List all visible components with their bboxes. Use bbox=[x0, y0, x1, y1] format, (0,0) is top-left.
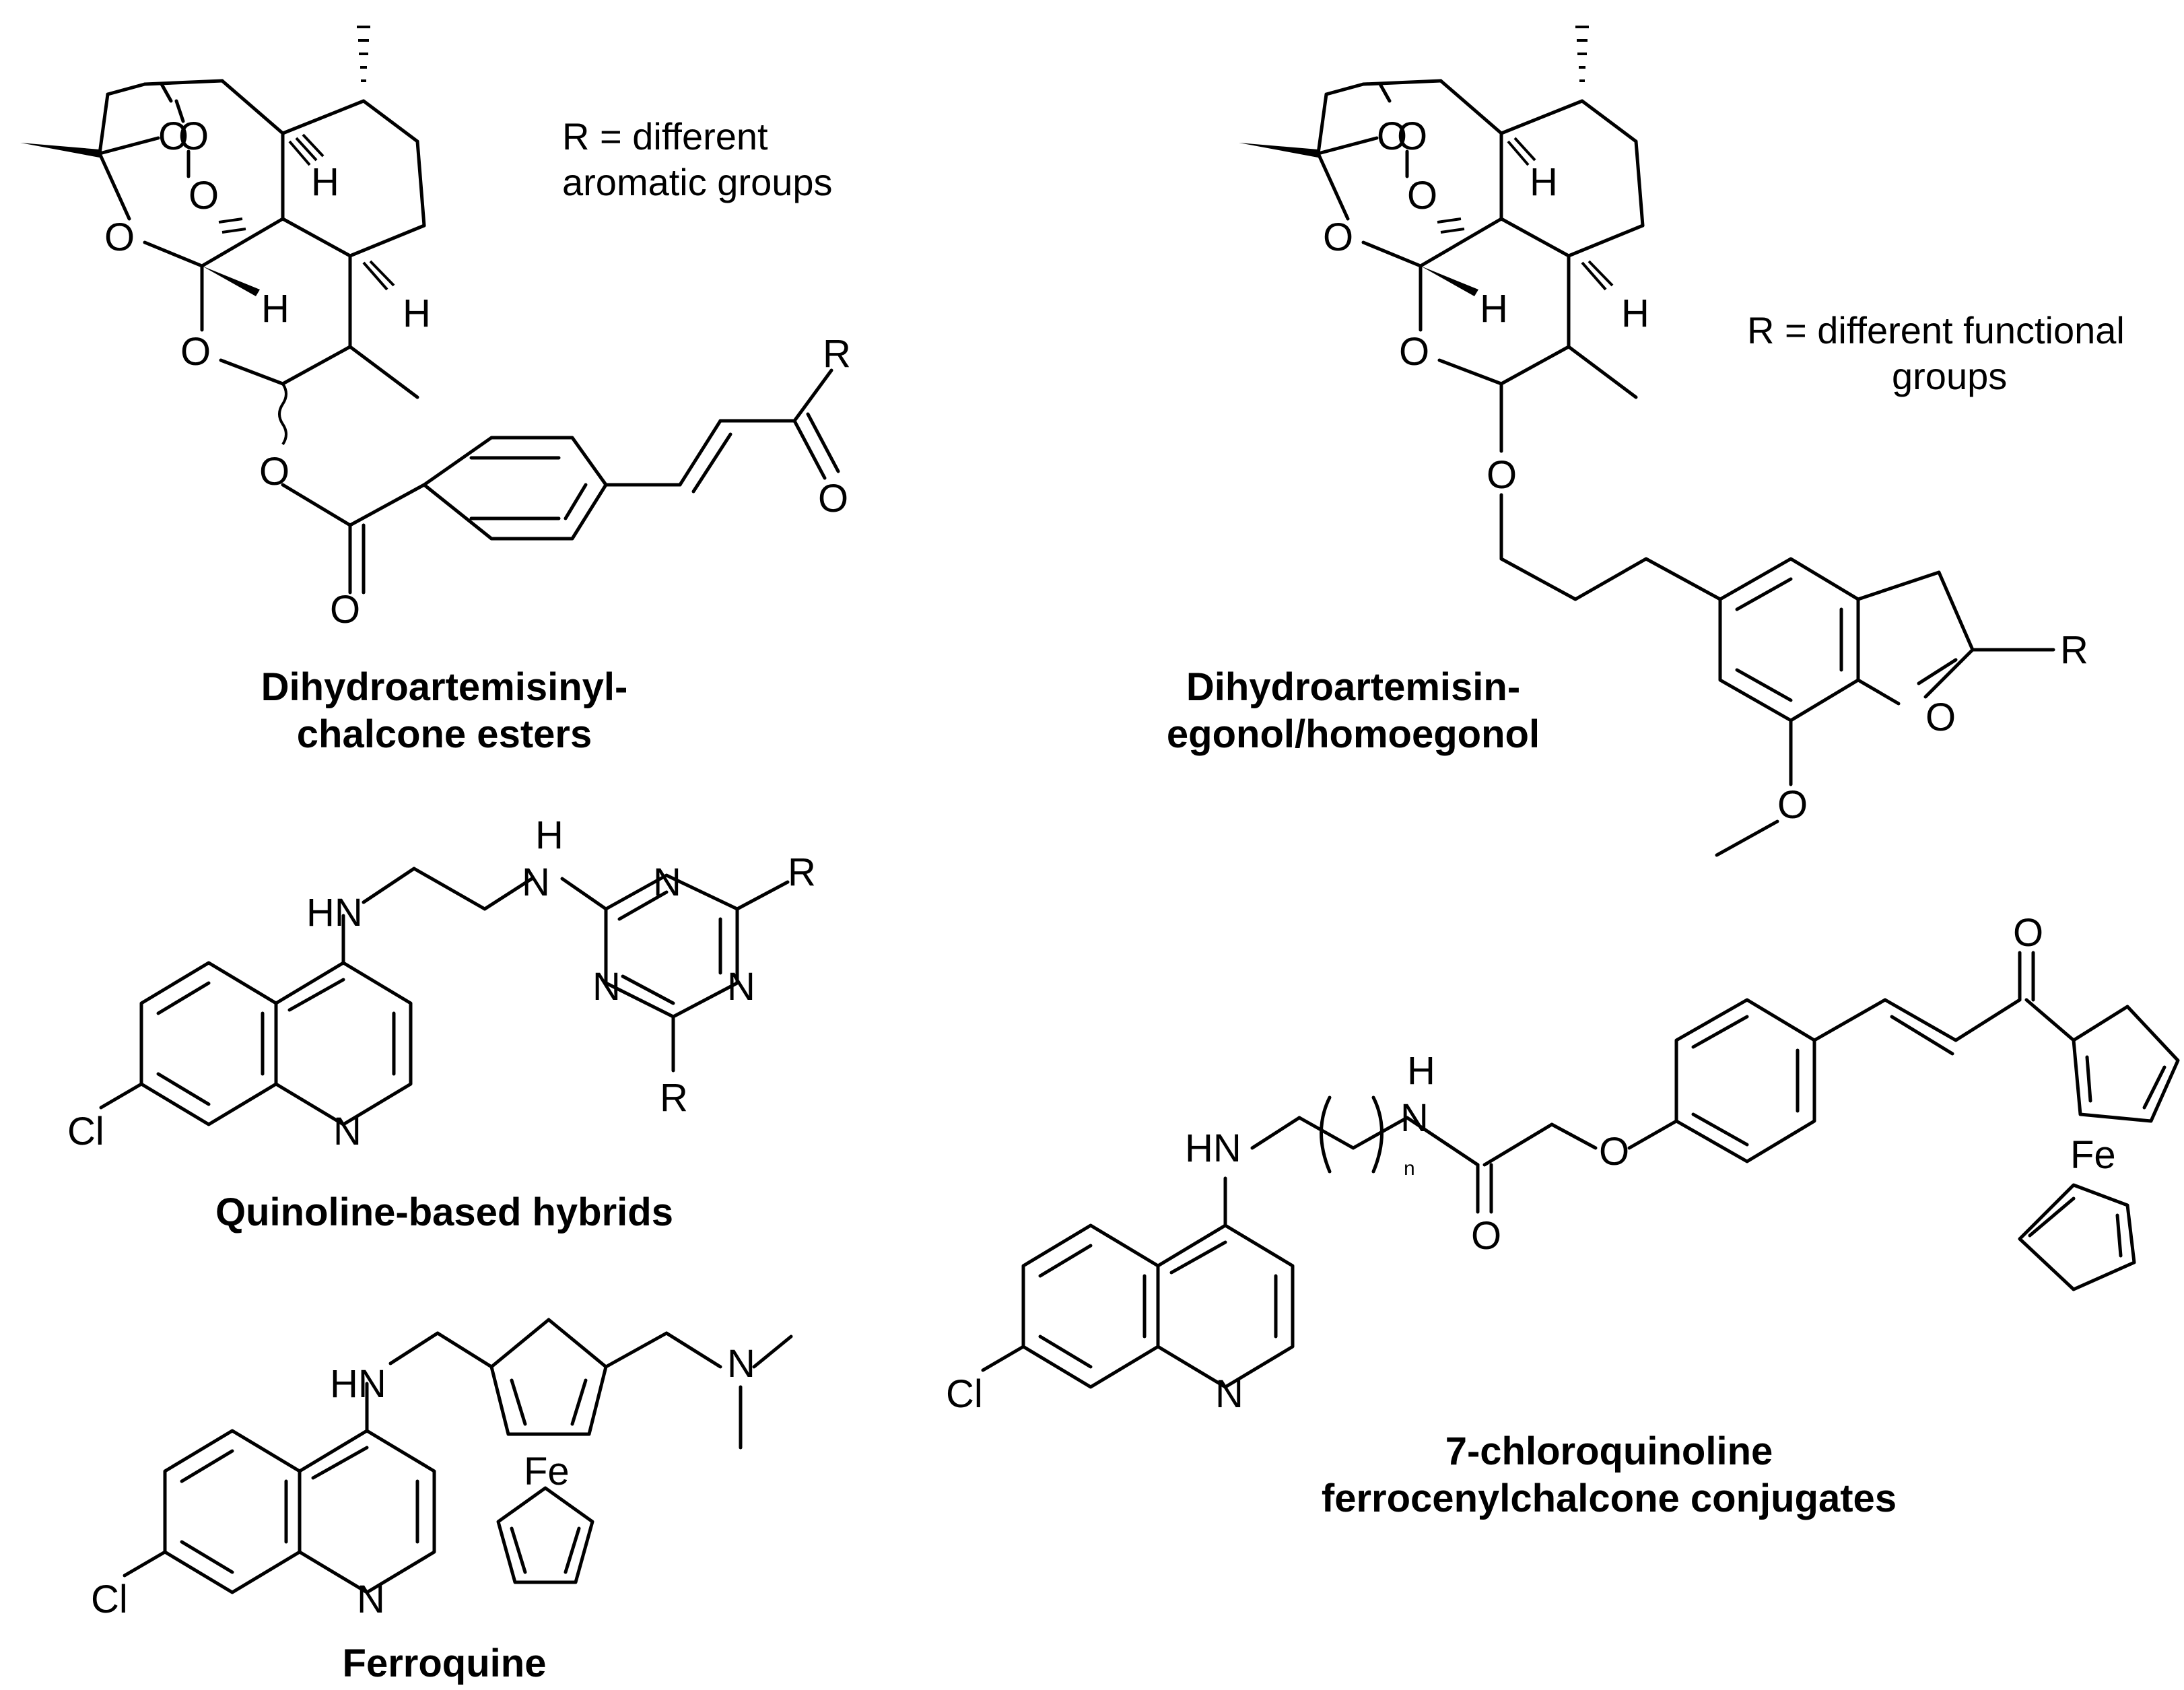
atom-n-1: N bbox=[727, 1342, 755, 1386]
atom-o-3: O bbox=[189, 174, 219, 217]
atom-o-8: O bbox=[818, 477, 848, 520]
atom-r-1: R bbox=[788, 850, 816, 894]
atom-o-8: O bbox=[1777, 783, 1808, 827]
atom-n-2: N bbox=[592, 965, 621, 1009]
atom-o-4: O bbox=[1323, 215, 1353, 259]
atom-n-1: N bbox=[653, 860, 681, 904]
atom-o-2: O bbox=[1397, 114, 1427, 158]
r-note-line1: R = different bbox=[562, 115, 768, 158]
atom-n: N bbox=[1215, 1372, 1243, 1416]
atom-h-3: H bbox=[403, 292, 431, 335]
atom-o-3: O bbox=[2013, 911, 2043, 955]
atom-r-2: R bbox=[660, 1076, 688, 1120]
atom-nh-n: N bbox=[522, 860, 550, 904]
quinoline-based-hybrid-structure: HN H N N N N N Cl R R Quinoline-based hy… bbox=[67, 813, 816, 1234]
atom-o-3: O bbox=[1407, 174, 1437, 217]
atom-r-1: R bbox=[823, 332, 851, 376]
atom-fe: Fe bbox=[524, 1450, 570, 1493]
atom-fe: Fe bbox=[2070, 1133, 2116, 1177]
atom-o-6: O bbox=[1487, 453, 1517, 497]
caption-cqfc-line2: ferrocenylchalcone conjugates bbox=[1322, 1477, 1897, 1520]
atom-o-1: O bbox=[158, 114, 189, 158]
atom-o-4: O bbox=[104, 215, 135, 259]
atom-o-7: O bbox=[1925, 696, 1956, 739]
atom-nh-h: H bbox=[535, 813, 564, 857]
atom-o-1: O bbox=[1377, 114, 1407, 158]
atom-o-5: O bbox=[1399, 330, 1429, 374]
atom-nh-h: H bbox=[1407, 1049, 1435, 1093]
atom-o-6: O bbox=[259, 450, 289, 494]
atom-o-2: O bbox=[178, 114, 209, 158]
atom-n-4: N bbox=[333, 1110, 362, 1153]
atom-o-7: O bbox=[330, 588, 360, 632]
atom-hn: HN bbox=[1185, 1126, 1241, 1170]
r-note-line2: aromatic groups bbox=[562, 161, 833, 203]
dihydroartemisinyl-chalcone-ester-structure: O O O O O O O O H H H R R = different ar… bbox=[20, 26, 851, 756]
atom-h-2: H bbox=[261, 287, 289, 331]
subscript-n: n bbox=[1404, 1157, 1415, 1180]
caption-quinoline: Quinoline-based hybrids bbox=[215, 1190, 673, 1234]
atom-cl: Cl bbox=[946, 1372, 983, 1416]
ferroquine-structure: HN N N Cl Fe Ferroquine bbox=[91, 1318, 793, 1685]
atom-hn: HN bbox=[330, 1362, 386, 1406]
atom-h-2: H bbox=[1480, 287, 1508, 331]
atom-o-1: O bbox=[1471, 1214, 1501, 1258]
r-note-line2: groups bbox=[1892, 355, 2007, 397]
caption-dhaeg-line2: egonol/homoegonol bbox=[1167, 712, 1540, 756]
atom-h-1: H bbox=[311, 160, 339, 204]
caption-dhacs-line2: chalcone esters bbox=[297, 712, 592, 756]
atom-o-5: O bbox=[180, 330, 211, 374]
atom-cl: Cl bbox=[67, 1110, 104, 1153]
dihydroartemisin-egonol-structure: O O O O O O O O H H H R R = different fu… bbox=[1167, 26, 2125, 857]
chloroquinoline-ferrocenylchalcone-structure: HN H N n O O O N Cl Fe 7-chloroquinoline… bbox=[946, 911, 2180, 1520]
atom-cl: Cl bbox=[91, 1578, 128, 1621]
atom-nh-n: N bbox=[1400, 1096, 1429, 1140]
atom-r-1: R bbox=[2060, 628, 2088, 672]
caption-cqfc-line1: 7-chloroquinoline bbox=[1445, 1429, 1773, 1473]
atom-h-3: H bbox=[1621, 292, 1649, 335]
atom-h-1: H bbox=[1530, 160, 1558, 204]
caption-dhaeg-line1: Dihydroartemisin- bbox=[1186, 665, 1520, 709]
atom-n-2: N bbox=[357, 1578, 385, 1621]
caption-ferroquine: Ferroquine bbox=[343, 1642, 547, 1685]
atom-n-3: N bbox=[727, 965, 755, 1009]
atom-hn: HN bbox=[306, 891, 363, 935]
r-note-line1: R = different functional bbox=[1747, 309, 2125, 351]
atom-o-2: O bbox=[1599, 1130, 1629, 1174]
caption-dhacs-line1: Dihydroartemisinyl- bbox=[261, 665, 628, 709]
